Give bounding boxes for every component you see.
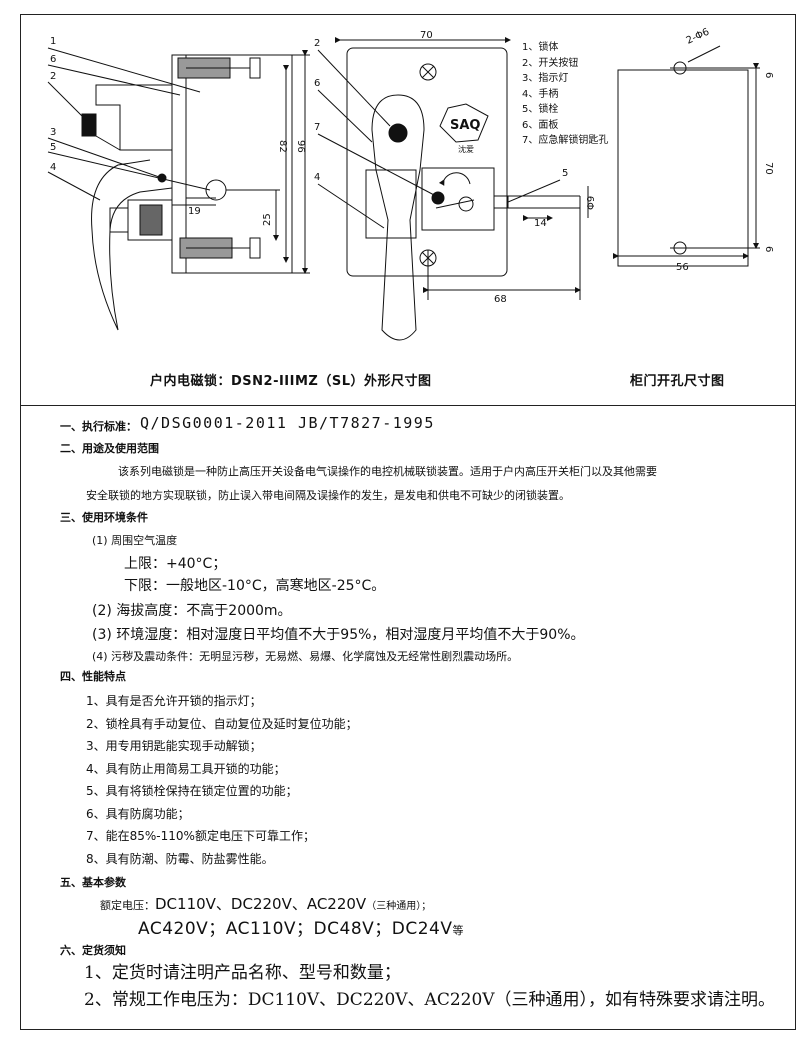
s2-title: 二、用途及使用范围 xyxy=(60,442,159,455)
callout-mid-2: 2 xyxy=(314,38,320,49)
s3-item-4: (4) 污秽及震动条件：无明显污秽，无易燃、易爆、化学腐蚀及无经常性剧烈震动场所… xyxy=(92,650,519,663)
s5-voltages-2-suffix: 等 xyxy=(452,924,464,937)
callout-left-1: 1 xyxy=(50,36,56,47)
cutout-view xyxy=(613,45,760,267)
s2-paragraph-2: 安全联锁的地方实现联锁，防止误入带电间隔及误操作的发生，是发电和供电不可缺少的闭… xyxy=(86,489,570,502)
callout-left-5: 5 xyxy=(50,142,56,153)
s3-item-3: (3) 环境湿度：相对湿度日平均值不大于95%，相对湿度月平均值不大于90%。 xyxy=(92,627,585,643)
legend-item: 1、锁体 xyxy=(522,42,559,53)
dim-side-19: 19 xyxy=(188,206,201,217)
dim-front-70: 70 xyxy=(420,30,433,41)
s5-rated-voltage-label: 额定电压： xyxy=(100,899,155,912)
technical-drawing: SAQ 沈爱 1 6 2 3 5 4 2 6 7 4 5 82 96 19 25 70 68 Φ9 14 2-Φ6 70… xyxy=(47,27,774,341)
front-view xyxy=(317,37,589,341)
drawing-sheet-border xyxy=(20,14,796,1030)
s3-item-2: (2) 海拔高度：不高于2000m。 xyxy=(92,603,292,619)
s3-item-1a: 上限：+40°C； xyxy=(124,556,227,572)
s4-feature-list: 1、具有是否允许开锁的指示灯； 2、锁栓具有手动复位、自动复位及延时复位功能； 3、… xyxy=(86,690,358,870)
legend-item: 7、应急解锁钥匙孔 xyxy=(522,135,609,146)
feature-item: 1、具有是否允许开锁的指示灯； xyxy=(86,694,262,708)
s2-paragraph-1: 该系列电磁锁是一种防止高压开关设备电气误操作的电控机械联锁装置。适用于户内高压开… xyxy=(118,465,657,478)
s5-voltages-1: DC110V、DC220V、AC220V xyxy=(155,895,367,913)
callout-mid-6: 6 xyxy=(314,78,320,89)
dim-side-82: 82 xyxy=(277,140,288,153)
callout-mid-4: 4 xyxy=(314,172,320,183)
legend-item: 5、锁栓 xyxy=(522,104,559,115)
legend-item: 6、面板 xyxy=(522,119,559,131)
s6-item-2: 2、常规工作电压为：DC110V、DC220V、AC220V（三种通用），如有特… xyxy=(84,990,776,1010)
dim-cutout-70: 70 xyxy=(763,162,774,175)
feature-item: 2、锁栓具有手动复位、自动复位及延时复位功能； xyxy=(86,716,358,731)
legend-item: 2、开关按钮 xyxy=(522,57,579,69)
dim-cutout-holes: 2-Φ6 xyxy=(685,27,712,47)
s4-title: 四、性能特点 xyxy=(60,670,126,683)
feature-item: 6、具有防腐功能； xyxy=(86,806,190,821)
callout-left-2: 2 xyxy=(50,71,56,82)
dim-front-14: 14 xyxy=(534,218,547,229)
callout-mid-5: 5 xyxy=(562,168,568,179)
dim-front-68: 68 xyxy=(494,294,507,305)
s3-title: 三、使用环境条件 xyxy=(60,511,148,524)
dim-side-25: 25 xyxy=(262,213,273,226)
s5-line-1: 额定电压：DC110V、DC220V、AC220V（三种通用）； xyxy=(100,893,431,914)
section-divider xyxy=(20,405,796,406)
s5-title: 五、基本参数 xyxy=(60,876,126,889)
callout-left-6: 6 xyxy=(50,54,56,65)
s5-voltages-1-note: （三种通用）； xyxy=(366,901,432,912)
callout-left-4: 4 xyxy=(50,162,56,173)
logo-text: SAQ xyxy=(450,118,480,133)
logo-subtext: 沈爱 xyxy=(458,144,474,154)
s3-item-1b: 下限：一般地区-10°C，高寒地区-25°C。 xyxy=(124,578,386,594)
feature-item: 3、用专用钥匙能实现手动解锁； xyxy=(86,739,262,753)
callout-mid-7: 7 xyxy=(314,122,320,133)
s5-voltages-2: AC420V；AC110V；DC48V；DC24V xyxy=(138,919,453,939)
legend-item: 3、指示灯 xyxy=(522,73,569,84)
s6-item-1: 1、定货时请注明产品名称、型号和数量； xyxy=(84,963,401,983)
dim-cutout-56: 56 xyxy=(676,262,689,273)
dim-cutout-6-bottom: 6 xyxy=(763,246,774,252)
dim-front-phi9: Φ9 xyxy=(586,196,597,210)
s5-line-2: AC420V；AC110V；DC48V；DC24V等 xyxy=(138,914,464,939)
feature-item: 7、能在85%-110%额定电压下可靠工作； xyxy=(86,829,315,843)
s1-title: 一、执行标准： xyxy=(60,420,137,433)
feature-item: 4、具有防止用简易工具开锁的功能； xyxy=(86,761,286,776)
company-logo: SAQ 沈爱 xyxy=(439,103,489,154)
drawing-caption-right: 柜门开孔尺寸图 xyxy=(630,374,725,389)
s1-standards: Q/DSG0001-2011 JB/T7827-1995 xyxy=(140,414,435,432)
dim-cutout-6-top: 6 xyxy=(763,72,774,78)
dim-side-96: 96 xyxy=(295,140,306,153)
side-view xyxy=(47,47,310,331)
parts-legend: 1、锁体 2、开关按钮 3、指示灯 4、手柄 5、锁栓 6、面板 7、应急解锁钥匙孔 xyxy=(522,40,608,149)
drawing-caption-left: 户内电磁锁：DSN2-IIIMZ（SL）外形尺寸图 xyxy=(150,374,432,389)
s3-item-1: (1) 周围空气温度 xyxy=(92,534,178,547)
s6-title: 六、定货须知 xyxy=(60,944,126,957)
feature-item: 8、具有防潮、防霉、防盐雾性能。 xyxy=(86,851,274,866)
feature-item: 5、具有将锁栓保持在锁定位置的功能； xyxy=(86,784,298,798)
legend-item: 4、手柄 xyxy=(522,88,559,100)
callout-left-3: 3 xyxy=(50,127,56,138)
